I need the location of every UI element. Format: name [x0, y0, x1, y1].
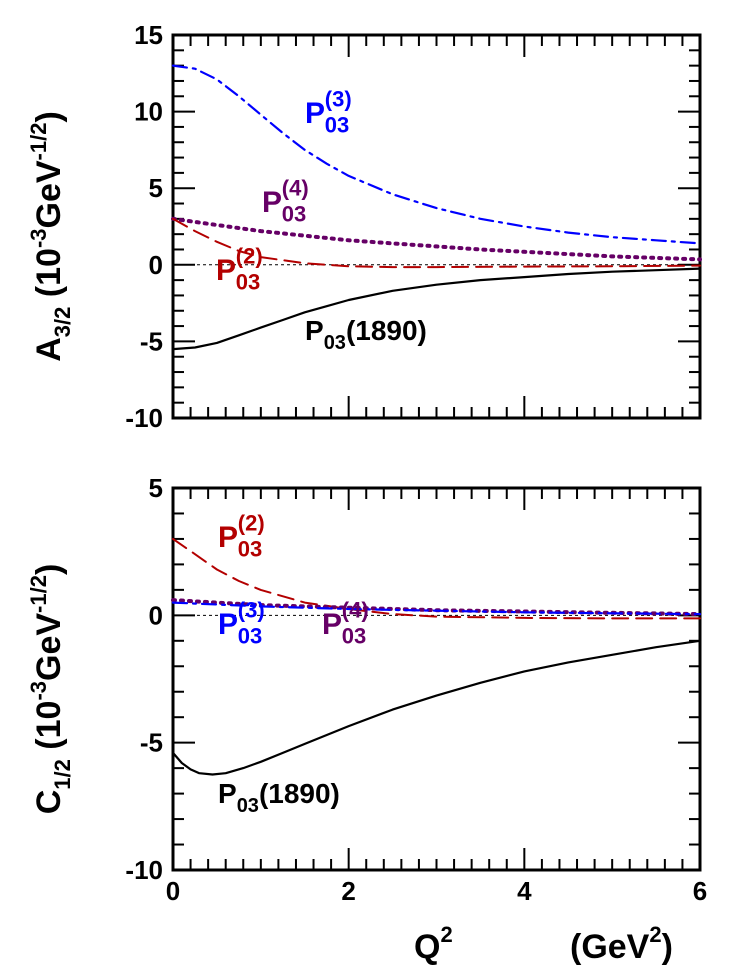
y-tick-label: -10 — [125, 855, 163, 885]
series-label: P(2)03 — [216, 244, 263, 295]
y-tick-label: -5 — [140, 326, 163, 356]
y-axis-title: A3/2 (10-3GeV-1/2) — [26, 111, 75, 362]
series-label: P(3)03 — [218, 598, 265, 649]
series-line-dashdot — [171, 601, 702, 616]
series-label: P(3)03 — [305, 87, 352, 138]
y-tick-label: -5 — [140, 728, 163, 758]
series-line-solid — [171, 639, 702, 776]
series-label: P(2)03 — [218, 511, 265, 562]
x-tick-label: 2 — [341, 876, 355, 906]
x-tick-label: 4 — [517, 876, 532, 906]
x-tick-label: 6 — [693, 876, 707, 906]
series-label: P(4)03 — [322, 598, 369, 649]
series-line-dashed — [172, 217, 701, 269]
series-line-solid — [171, 267, 702, 351]
plot-frame — [171, 33, 702, 420]
y-tick-label: 5 — [149, 473, 163, 503]
y-tick-label: 0 — [149, 600, 163, 630]
series-line-dotted — [171, 216, 702, 262]
series-label: P03(1890) — [218, 778, 340, 817]
y-axis-title: C1/2 (10-3GeV-1/2) — [26, 564, 75, 815]
x-axis-units: (GeV2) — [570, 922, 673, 966]
y-tick-label: -10 — [125, 403, 163, 433]
y-tick-label: 0 — [149, 250, 163, 280]
series-label: P(4)03 — [262, 176, 309, 227]
x-tick-label: 0 — [166, 876, 180, 906]
series-line-dashdot — [171, 64, 702, 245]
y-tick-label: 5 — [149, 173, 163, 203]
x-axis-title: Q2 — [414, 922, 453, 966]
y-tick-label: 15 — [134, 20, 163, 50]
y-tick-label: 10 — [134, 97, 163, 127]
series-label: P03(1890) — [305, 315, 427, 354]
